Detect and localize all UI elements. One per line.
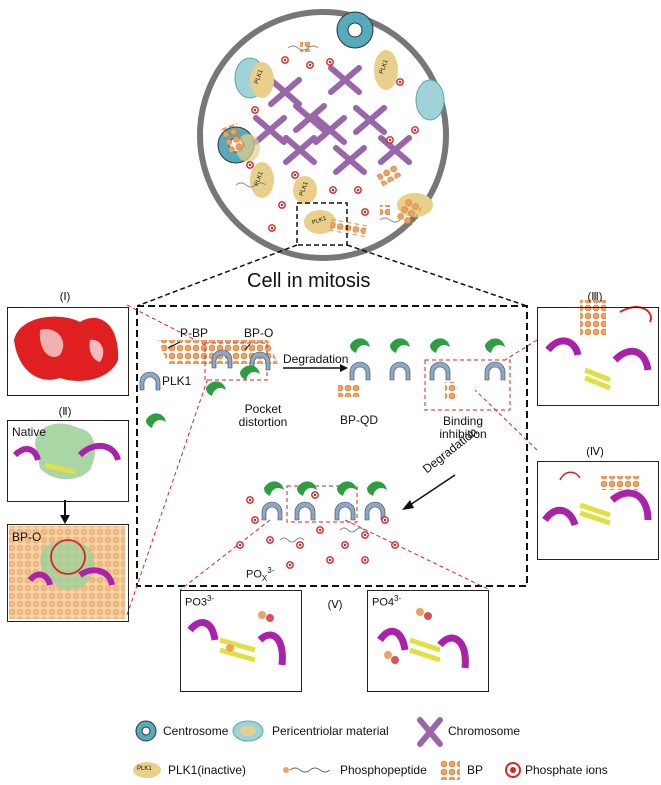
- bp-qd-label: BP-QD: [340, 413, 379, 427]
- legend-pcm-label: Pericentriolar material: [272, 724, 389, 738]
- panel-ii-label: (Ⅱ): [58, 406, 72, 418]
- panel-iii-label: (Ⅲ): [587, 291, 603, 303]
- panel-v-label: (Ⅴ): [327, 599, 343, 611]
- plk1-label: PLK1: [162, 374, 192, 388]
- panel-v-right-structure: [377, 608, 469, 669]
- panel-v-right-label: PO43-: [372, 594, 402, 609]
- panel-iii: [537, 307, 659, 406]
- panel-v-right: [367, 590, 489, 692]
- legend-phosphate-icon: [505, 762, 521, 778]
- legend-chromosome-label: Chromosome: [448, 724, 521, 738]
- legend-chromosome-icon: [417, 717, 443, 747]
- legend-phosphopeptide-label: Phosphopeptide: [340, 763, 427, 777]
- legend-plk1-label: PLK1(inactive): [168, 763, 247, 777]
- panel-iv-structure: [542, 471, 652, 527]
- legend-bp-icon: [440, 760, 460, 780]
- panel-ii-native-label: Native: [12, 425, 47, 439]
- legend-pcm-icon: [232, 720, 264, 742]
- legend-centrosome-label: Centrosome: [163, 724, 229, 738]
- panel-ii-bpo-label: BP-O: [12, 530, 42, 544]
- panel-iii-structure: [545, 300, 652, 391]
- legend-plk1-icon: [133, 762, 161, 778]
- panel-v-left-structure: [187, 611, 286, 666]
- panel-v-left-label: PO33-: [185, 594, 215, 609]
- panel-v-left: [180, 590, 302, 692]
- cell-title: Cell in mitosis: [247, 270, 371, 292]
- panel-ii-native: [7, 420, 129, 502]
- legend-phosphopeptide-icon: [283, 767, 331, 773]
- legend-bp-label: BP: [467, 763, 484, 777]
- panel-i-structure: [8, 308, 126, 393]
- mitotic-cell: [197, 9, 449, 261]
- p-bp-label: P-BP: [180, 326, 209, 340]
- panel-iv: [537, 461, 659, 560]
- legend-plk1-icon-label: PLK1: [137, 766, 152, 772]
- panel-iv-label: (Ⅳ): [586, 446, 604, 458]
- legend-centrosome-icon: [135, 720, 157, 742]
- panel-ii-bpo: [7, 524, 129, 622]
- pox-label: POX3-: [246, 566, 275, 583]
- panel-i-label: (Ⅰ): [59, 291, 71, 303]
- panel-ii-native-structure: [12, 423, 121, 480]
- panel-i: [7, 307, 129, 396]
- centrosome-top: [336, 11, 374, 49]
- degradation-label-1: Degradation: [283, 352, 349, 366]
- bp-o-label: BP-O: [244, 326, 274, 340]
- legend-phosphate-label: Phosphate ions: [525, 763, 608, 777]
- panel-ii-bpo-structure: [9, 526, 125, 619]
